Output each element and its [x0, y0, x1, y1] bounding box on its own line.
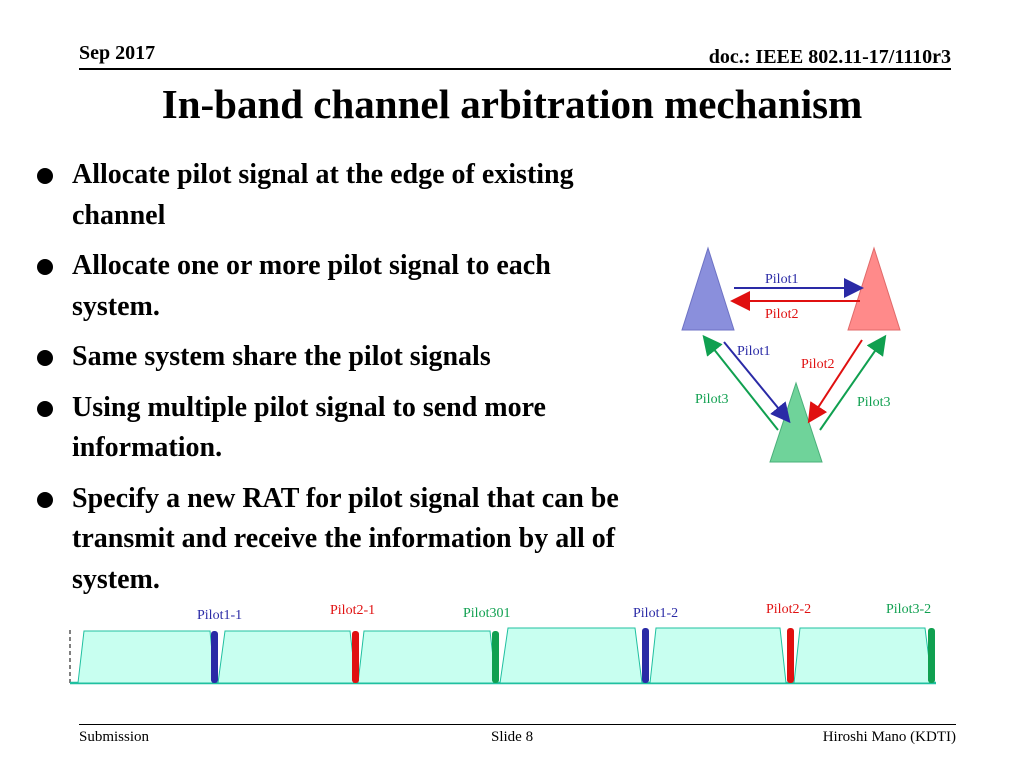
- label-pilot3-left: Pilot3: [695, 392, 728, 407]
- band-label-pilot1-2: Pilot1-2: [633, 606, 678, 621]
- header-date: Sep 2017: [79, 42, 156, 64]
- bullet-text: Using multiple pilot signal to send more…: [72, 391, 546, 464]
- bullet-dot-icon: [37, 491, 53, 508]
- bullet-text: Specify a new RAT for pilot signal that …: [72, 482, 619, 595]
- channel-4: [499, 627, 643, 684]
- bullet-item: Using multiple pilot signal to send more…: [30, 388, 630, 469]
- band-label-pilot3-2: Pilot3-2: [886, 602, 931, 617]
- arrow-pilot3-left: [702, 334, 779, 431]
- system-blue-triangle: [681, 246, 735, 331]
- slide-title: In-band channel arbitration mechanism: [161, 81, 863, 127]
- pilot3-1-marker: [492, 631, 499, 683]
- arrow-pilot1-diag: [723, 341, 791, 424]
- pilot-diagram: Pilot1 Pilot2 Pilot1 Pilot2 Pilot3 Pilot…: [681, 246, 901, 463]
- pilot2-2-marker: [787, 628, 794, 683]
- bullet-item: Allocate one or more pilot signal to eac…: [30, 246, 630, 327]
- bullet-dot-icon: [37, 168, 53, 184]
- bullet-item: Allocate pilot signal at the edge of exi…: [30, 155, 630, 236]
- channel-3: [357, 630, 497, 684]
- arrow-pilot2-diag: [807, 339, 863, 424]
- header-rule: [79, 68, 951, 70]
- band-label-pilot2-1: Pilot2-1: [330, 603, 375, 618]
- footer-author: Hiroshi Mano (KDTI): [822, 729, 956, 745]
- footer-slide-number: Slide 8: [491, 729, 534, 745]
- channel-5: [649, 627, 787, 684]
- header-doc-id: doc.: IEEE 802.11-17/1110r3: [708, 46, 951, 68]
- bullet-item: Same system share the pilot signals: [30, 337, 630, 378]
- bullet-dot-icon: [37, 350, 53, 366]
- label-pilot2-top: Pilot2: [765, 307, 798, 322]
- band-label-pilot2-2: Pilot2-2: [766, 602, 811, 617]
- label-pilot3-right: Pilot3: [857, 395, 890, 410]
- label-pilot2-mid: Pilot2: [801, 357, 834, 372]
- pilot2-1-marker: [352, 631, 359, 683]
- pilot1-1-marker: [211, 631, 218, 683]
- band-label-pilot3-1: Pilot301: [463, 606, 510, 621]
- bullet-dot-icon: [37, 400, 53, 417]
- band-label-pilot1-1: Pilot1-1: [197, 608, 242, 623]
- pilot1-2-marker: [642, 628, 649, 683]
- footer-submission: Submission: [79, 729, 150, 745]
- bullet-text: Allocate one or more pilot signal to eac…: [72, 250, 551, 322]
- channel-2: [217, 630, 357, 684]
- channel-6: [793, 627, 933, 684]
- channel-1: [77, 630, 216, 684]
- arrow-pilot3-right: [819, 334, 887, 431]
- label-pilot1-top: Pilot1: [765, 272, 798, 287]
- footer-rule: [79, 724, 956, 725]
- bullet-text: Same system share the pilot signals: [72, 341, 491, 372]
- channel-band-diagram: Pilot1-1 Pilot2-1 Pilot301 Pilot1-2 Pilo…: [69, 602, 936, 685]
- system-green-triangle: [769, 381, 823, 463]
- bullet-dot-icon: [37, 259, 53, 275]
- label-pilot1-mid: Pilot1: [737, 344, 770, 359]
- bullet-item: Specify a new RAT for pilot signal that …: [30, 479, 630, 601]
- bullet-text: Allocate pilot signal at the edge of exi…: [72, 159, 574, 231]
- pilot3-2-marker: [928, 628, 935, 683]
- bullet-list: Allocate pilot signal at the edge of exi…: [30, 155, 630, 610]
